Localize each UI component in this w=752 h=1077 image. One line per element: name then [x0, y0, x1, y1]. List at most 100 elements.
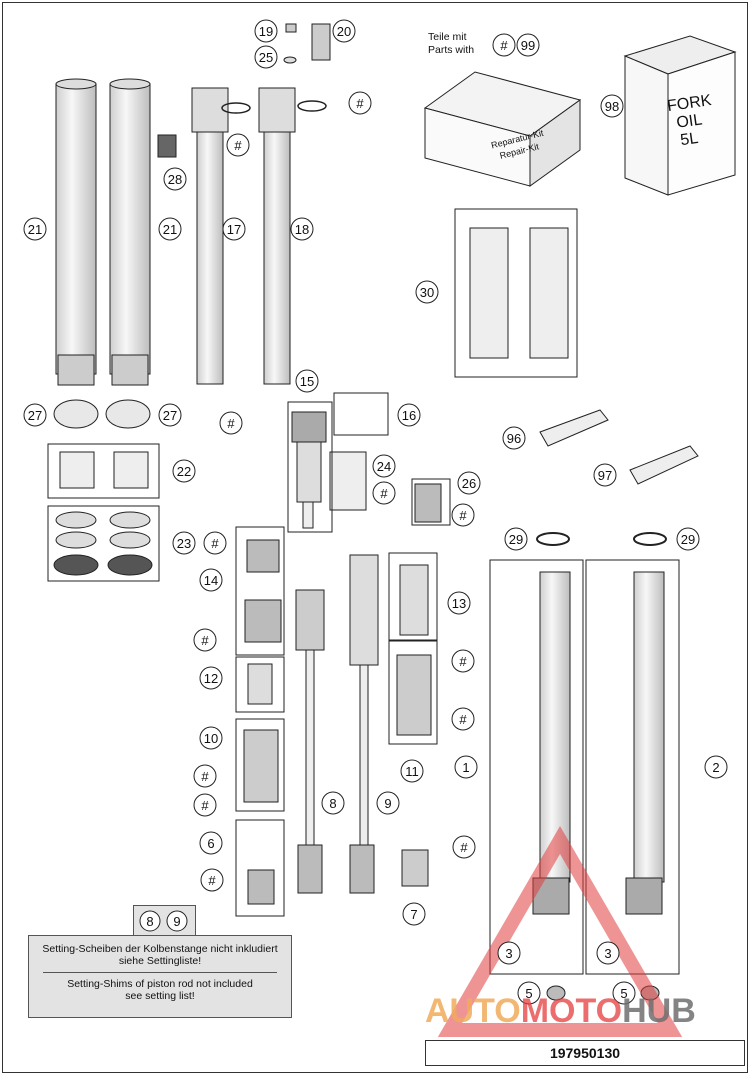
group-box-16	[333, 392, 389, 436]
svg-text:24: 24	[377, 459, 391, 474]
group-box-10	[235, 718, 285, 812]
callout-30: 30	[415, 280, 439, 304]
fork-oil-can	[623, 35, 737, 196]
svg-text:14: 14	[204, 573, 218, 588]
callout-2: 2	[704, 755, 728, 779]
svg-text:16: 16	[402, 408, 416, 423]
group-box-14	[235, 526, 285, 656]
group-box-1	[489, 559, 584, 975]
spring-13	[399, 564, 429, 636]
piston-rod-9	[349, 554, 379, 894]
svg-text:30: 30	[420, 285, 434, 300]
callout-20: 20	[332, 19, 356, 43]
grease-tube-96	[539, 409, 609, 447]
watermark-part1: AUTO	[425, 992, 521, 1030]
svg-text:26: 26	[462, 476, 476, 491]
svg-text:3: 3	[505, 946, 512, 961]
callout-10: 10	[199, 726, 223, 750]
callout-27-right: 27	[158, 403, 182, 427]
svg-text:20: 20	[337, 24, 351, 39]
callout-hash-17: #	[226, 133, 250, 157]
group-box-6	[235, 819, 285, 917]
svg-text:15: 15	[300, 374, 314, 389]
bolt-5-left	[546, 985, 566, 1001]
svg-text:17: 17	[227, 222, 241, 237]
callout-hash-6: #	[200, 868, 224, 892]
note-ref-9: 9	[173, 914, 180, 929]
svg-text:#: #	[201, 633, 209, 648]
callout-7: 7	[402, 902, 426, 926]
callout-16: 16	[397, 403, 421, 427]
protector-right	[529, 227, 569, 359]
watermark-part3: HUB	[622, 992, 696, 1030]
o-ring-hash-17	[221, 102, 251, 114]
svg-text:96: 96	[507, 431, 521, 446]
fork-leg-2	[625, 571, 665, 915]
part-6	[247, 869, 275, 905]
repair-kit-box	[423, 71, 582, 187]
group-box-11	[388, 639, 438, 745]
svg-text:27: 27	[163, 408, 177, 423]
o-ring-29-left	[536, 532, 570, 546]
cap-20	[311, 23, 331, 61]
svg-text:22: 22	[177, 464, 191, 479]
svg-text:19: 19	[259, 24, 273, 39]
svg-text:1: 1	[462, 760, 469, 775]
callout-hash-24: #	[372, 481, 396, 505]
svg-text:98: 98	[605, 99, 619, 114]
callout-18: 18	[290, 217, 314, 241]
part-14-top	[246, 539, 280, 573]
sticker-28	[157, 134, 177, 158]
svg-text:#: #	[459, 508, 467, 523]
svg-text:8: 8	[329, 796, 336, 811]
callout-22: 22	[172, 459, 196, 483]
note-en-line2: see setting list!	[125, 990, 195, 1002]
callout-28: 28	[163, 167, 187, 191]
note-de-line1: Setting-Scheiben der Kolbenstange nicht …	[42, 943, 278, 955]
callout-29-left: 29	[504, 527, 528, 551]
seals-23	[53, 511, 153, 576]
svg-text:23: 23	[177, 536, 191, 551]
callout-1: 1	[454, 755, 478, 779]
fork-leg-1	[532, 571, 571, 915]
svg-text:5: 5	[525, 986, 532, 1001]
callout-99-hash: #	[492, 33, 516, 57]
part-14-bottom	[244, 599, 282, 643]
svg-text:9: 9	[384, 796, 391, 811]
callout-6: 6	[199, 831, 223, 855]
watermark-text: AUTOMOTOHUB	[425, 992, 696, 1031]
group-box-22	[47, 443, 160, 499]
callout-hash-11a: #	[451, 649, 475, 673]
callout-3-left: 3	[497, 941, 521, 965]
document-number: 197950130	[425, 1040, 745, 1066]
svg-text:#: #	[459, 712, 467, 727]
callout-24: 24	[372, 454, 396, 478]
callout-14: 14	[199, 568, 223, 592]
callout-hash-14a: #	[203, 531, 227, 555]
part-26	[414, 483, 442, 523]
svg-text:25: 25	[259, 50, 273, 65]
callout-29-right: 29	[676, 527, 700, 551]
callout-21-left: 21	[23, 217, 47, 241]
svg-text:#: #	[500, 38, 508, 53]
assembly-11	[396, 654, 432, 736]
assembly-10	[243, 729, 279, 803]
svg-text:12: 12	[204, 671, 218, 686]
group-box-23	[47, 505, 160, 582]
svg-text:#: #	[201, 769, 209, 784]
callout-99: 99	[516, 33, 540, 57]
svg-text:#: #	[208, 873, 216, 888]
callout-11: 11	[400, 759, 424, 783]
o-ring-hash-18	[297, 100, 327, 112]
callout-13: 13	[447, 591, 471, 615]
callout-15: 15	[295, 369, 319, 393]
protector-left	[469, 227, 509, 359]
svg-text:21: 21	[163, 222, 177, 237]
outer-tube-left	[55, 78, 97, 386]
watermark-triangle	[437, 826, 683, 1037]
callout-5-right: 5	[612, 981, 636, 1005]
svg-text:#: #	[460, 840, 468, 855]
